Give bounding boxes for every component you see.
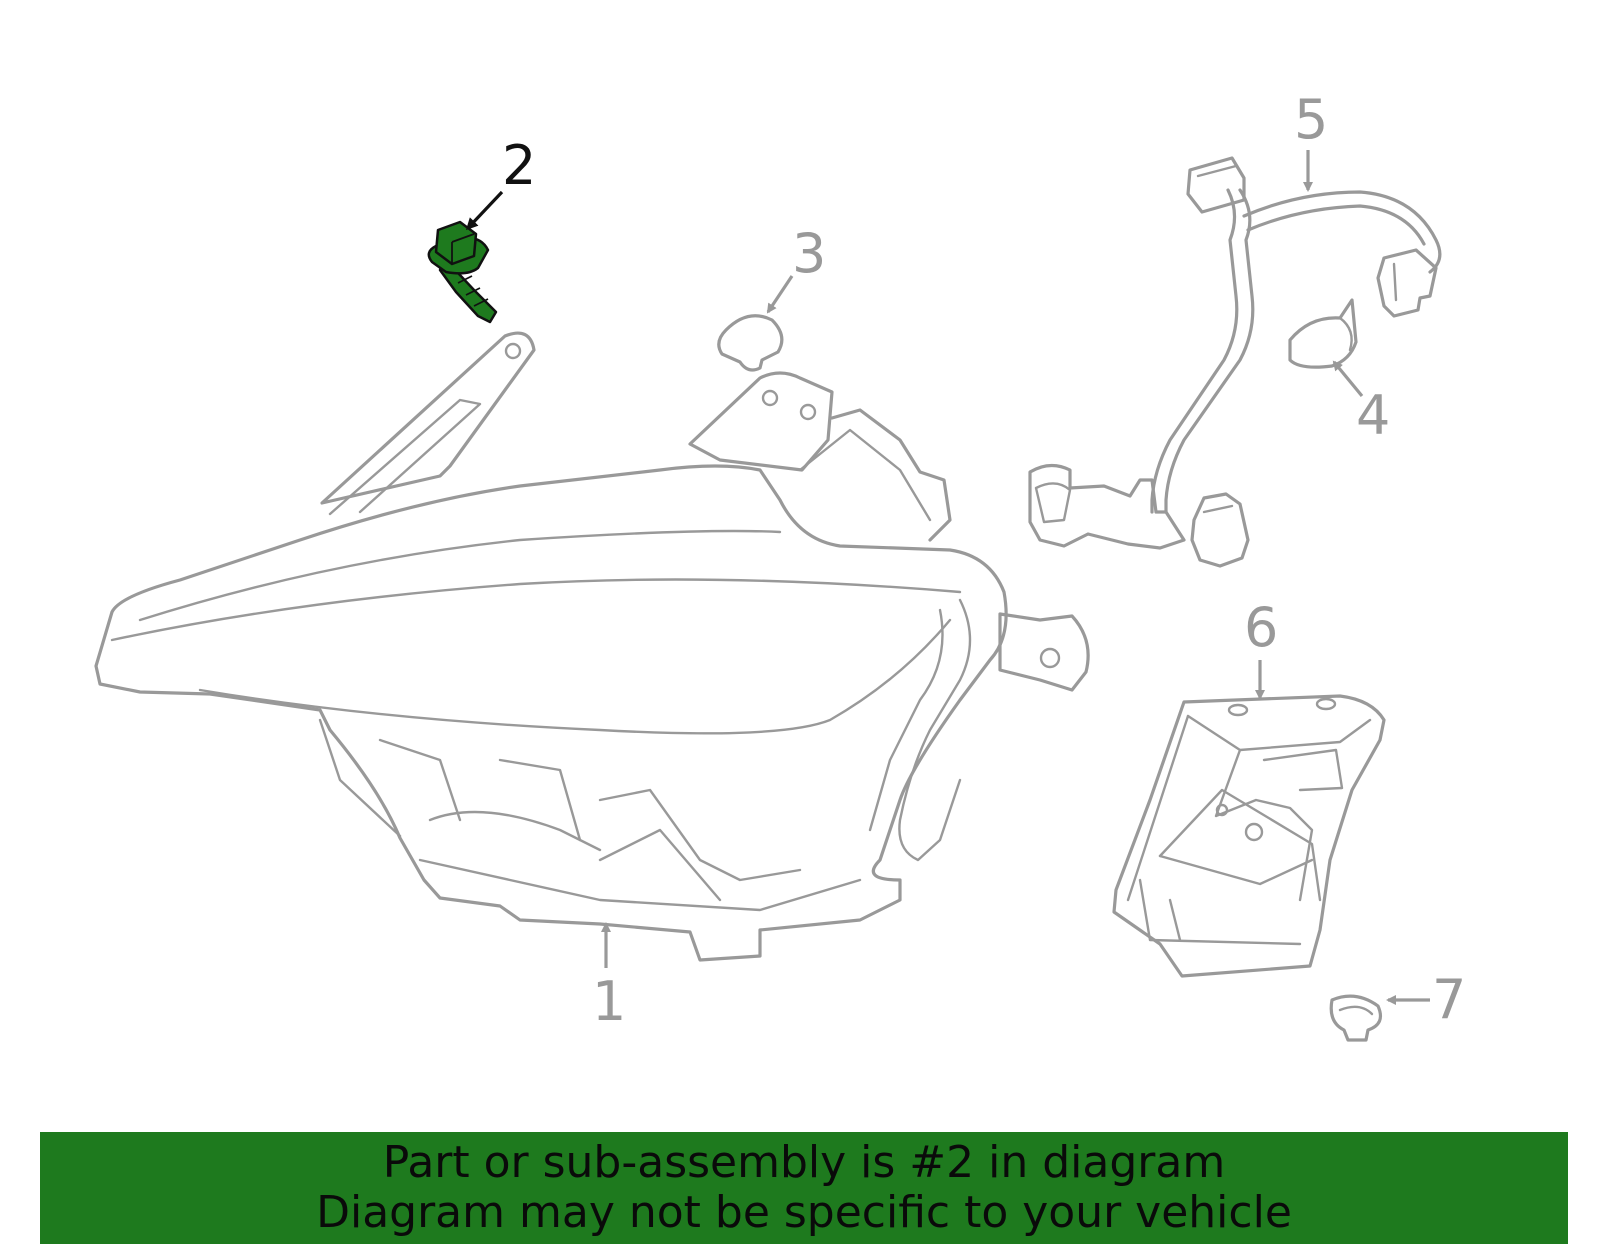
callout-7: 7: [1432, 968, 1466, 1031]
info-banner: Part or sub-assembly is #2 in diagram Di…: [40, 1132, 1568, 1244]
banner-line-2: Diagram may not be specific to your vehi…: [316, 1187, 1292, 1238]
plug-part-3: [717, 314, 784, 372]
leader-2: [465, 190, 504, 231]
callout-1: 1: [592, 970, 626, 1033]
bracket-part-6: [1112, 694, 1386, 978]
cap-part-4: [1288, 298, 1358, 369]
callout-5: 5: [1294, 88, 1328, 151]
leader-4: [1332, 360, 1364, 398]
leader-3: [766, 275, 794, 314]
callout-4: 4: [1356, 384, 1390, 447]
callout-6: 6: [1244, 596, 1278, 659]
callout-2: 2: [502, 134, 536, 197]
headlamp-assembly: [94, 331, 1090, 962]
wiring-harness-part-5: [1028, 156, 1442, 568]
callout-3: 3: [792, 222, 826, 285]
bolt-part-2: [427, 220, 498, 324]
banner-line-1: Part or sub-assembly is #2 in diagram: [382, 1137, 1226, 1188]
clip-part-7: [1329, 994, 1382, 1042]
